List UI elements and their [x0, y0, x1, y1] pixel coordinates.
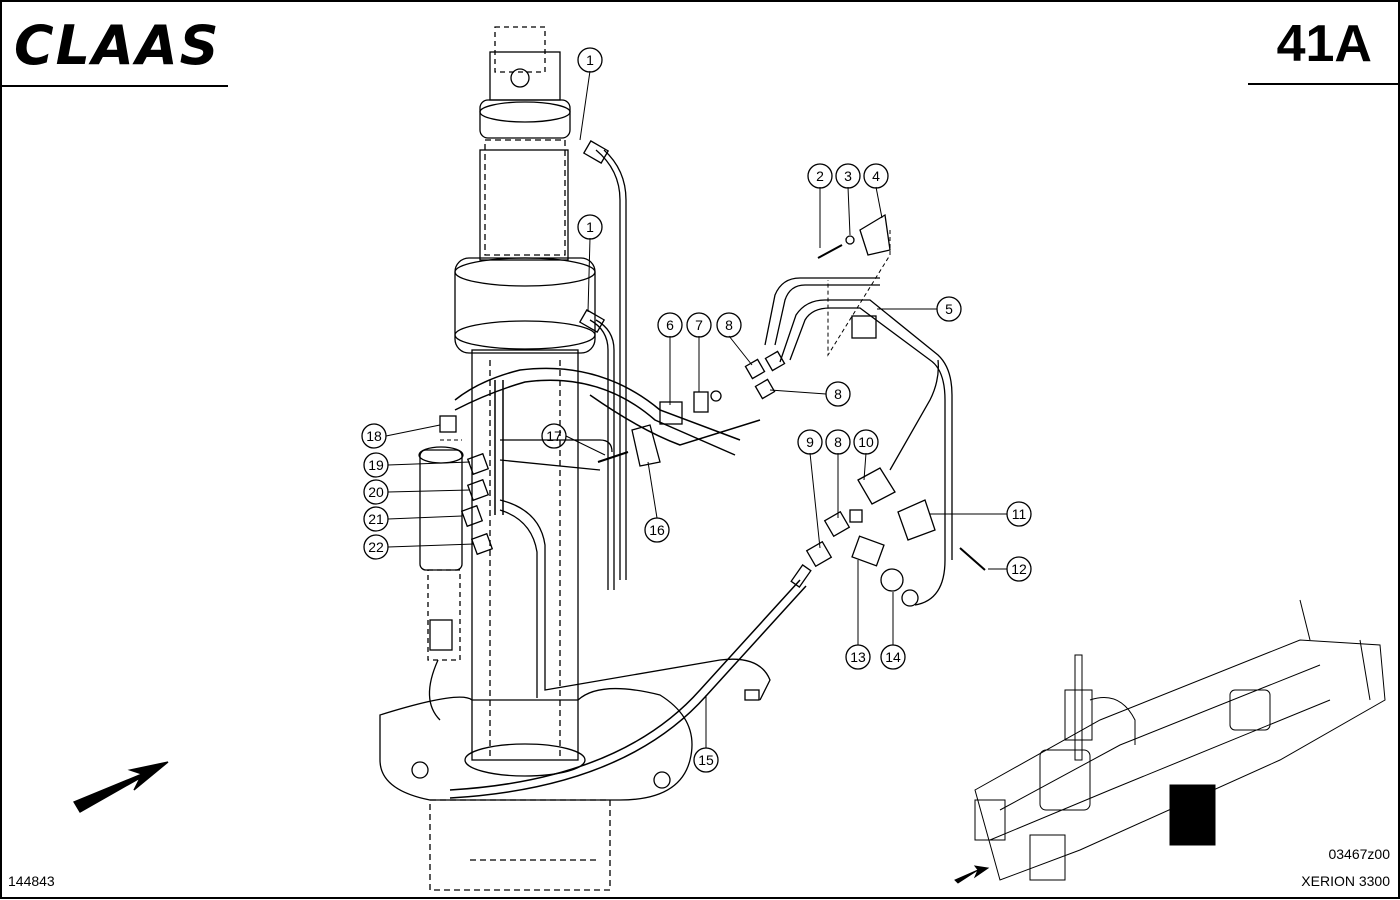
callout-label: 15	[698, 752, 714, 768]
brand-logo-text: CLAAS	[14, 14, 221, 77]
callout-label: 18	[366, 428, 382, 444]
callout-label: 1	[586, 219, 594, 235]
drawing-code: 03467z00	[1328, 846, 1390, 862]
leader-lines	[385, 70, 1007, 748]
model-name: XERION 3300	[1301, 873, 1390, 889]
callout-label: 5	[945, 301, 953, 317]
callout-label: 12	[1011, 561, 1027, 577]
callout-label: 20	[368, 484, 384, 500]
callout-label: 1	[586, 52, 594, 68]
callout-label: 6	[666, 317, 674, 333]
fittings	[439, 140, 986, 701]
flexible-hoses	[449, 367, 807, 799]
callout-label: 21	[368, 511, 384, 527]
callout-label: 10	[858, 434, 874, 450]
callout-label: 8	[834, 434, 842, 450]
cylinder-column	[379, 26, 693, 891]
callout-label: 16	[649, 522, 665, 538]
callout-label: 4	[872, 168, 880, 184]
callout-label: 2	[816, 168, 824, 184]
sheet-number: 144843	[8, 873, 55, 889]
view-direction-arrow-icon	[73, 761, 169, 813]
callout-label: 8	[834, 386, 842, 402]
callout-label: 13	[850, 649, 866, 665]
chassis-locator-inset	[954, 599, 1386, 884]
callout-label: 8	[725, 317, 733, 333]
callout-circles	[361, 47, 1032, 773]
callout-label: 7	[695, 317, 703, 333]
inset-arrow-icon	[954, 865, 990, 884]
callout-label: 17	[546, 428, 562, 444]
reference-lines	[440, 230, 891, 441]
rigid-pipe-lines	[499, 149, 953, 701]
callout-label: 14	[885, 649, 901, 665]
callout-label: 9	[806, 434, 814, 450]
brand-logo: CLAAS	[14, 19, 234, 73]
page-number: 41A	[1276, 15, 1372, 73]
valve-block	[418, 446, 464, 721]
callout-label: 19	[368, 457, 384, 473]
callout-label: 3	[844, 168, 852, 184]
callout-label: 22	[368, 539, 384, 555]
callout-label: 11	[1012, 506, 1027, 522]
callout-numbers: 1 1 2 3 4 5 6 7 8 8 8 9 10 11 12 13 14 1…	[366, 52, 1027, 768]
